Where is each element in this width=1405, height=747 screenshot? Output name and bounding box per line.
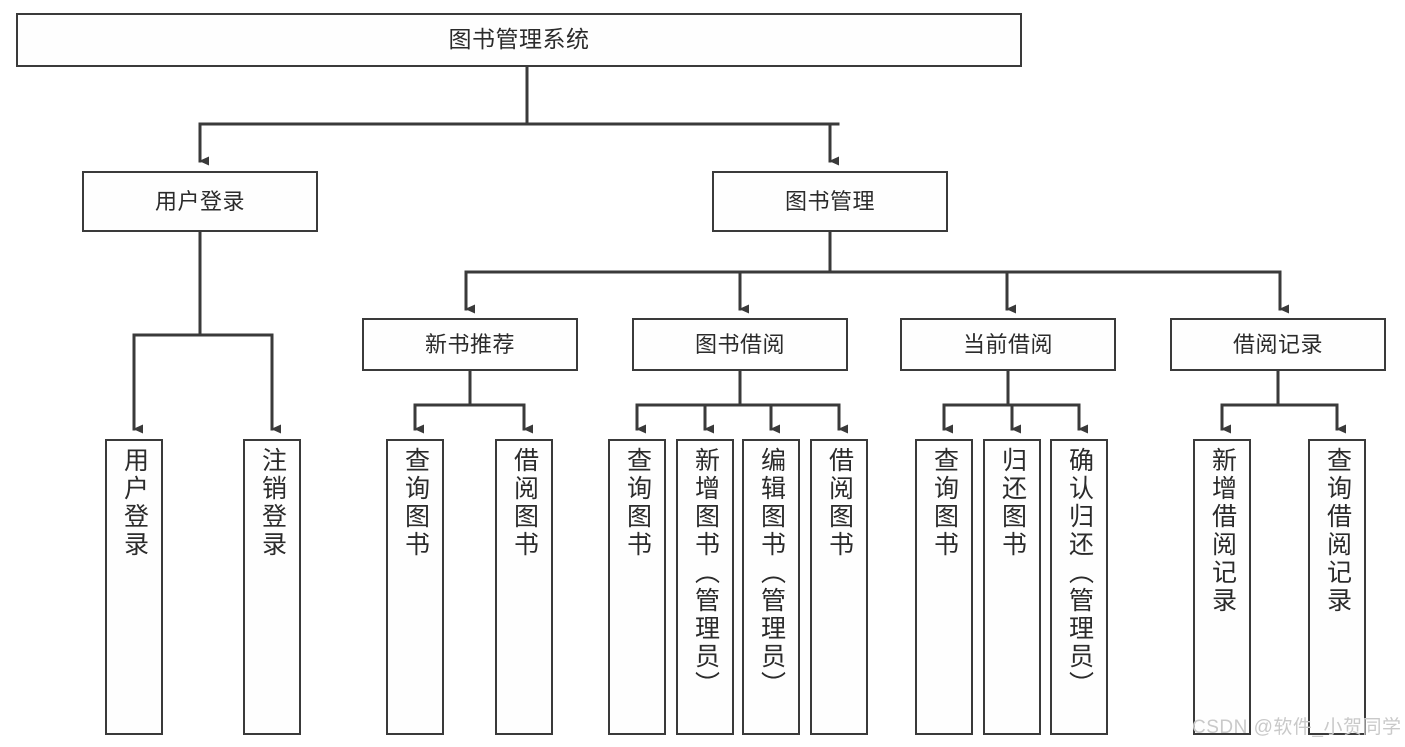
node-label: 借阅记录 (1232, 331, 1323, 357)
node-label: 借阅图书 (510, 447, 539, 559)
node-label: 图书借阅 (694, 331, 785, 357)
node-label: 新增借阅记录 (1208, 447, 1237, 615)
leaf-borrow-history-query-record[interactable]: 查询借阅记录 (1308, 439, 1366, 735)
node-label: 当前借阅 (962, 331, 1053, 357)
leaf-new-recommend-query-book[interactable]: 查询图书 (386, 439, 444, 735)
node-label: 图书管理系统 (448, 26, 590, 53)
leaf-borrow-history-add-record[interactable]: 新增借阅记录 (1193, 439, 1251, 735)
node-label: 归还图书 (998, 447, 1027, 559)
node-label: 查询借阅记录 (1323, 447, 1352, 615)
node-label: 查询图书 (623, 447, 652, 559)
node-label: 借阅图书 (825, 447, 854, 559)
node-label: 查询图书 (930, 447, 959, 559)
node-label: 注销登录 (258, 447, 287, 559)
node-new-book-recommend[interactable]: 新书推荐 (362, 318, 578, 371)
leaf-current-borrow-confirm-return-admin[interactable]: 确认归还（管理员） (1050, 439, 1108, 735)
node-book-borrow[interactable]: 图书借阅 (632, 318, 848, 371)
node-book-management[interactable]: 图书管理 (712, 171, 948, 232)
node-label: 新书推荐 (424, 331, 515, 357)
leaf-user-login-signout[interactable]: 注销登录 (243, 439, 301, 735)
node-label: 新增图书（管理员） (691, 447, 720, 699)
node-label: 确认归还（管理员） (1065, 447, 1094, 699)
node-label: 编辑图书（管理员） (757, 447, 786, 699)
leaf-book-borrow-add-book-admin[interactable]: 新增图书（管理员） (676, 439, 734, 735)
node-current-borrow[interactable]: 当前借阅 (900, 318, 1116, 371)
node-label: 用户登录 (120, 447, 149, 559)
leaf-new-recommend-borrow-book[interactable]: 借阅图书 (495, 439, 553, 735)
leaf-book-borrow-query-book[interactable]: 查询图书 (608, 439, 666, 735)
node-label: 用户登录 (154, 188, 245, 214)
node-borrow-history[interactable]: 借阅记录 (1170, 318, 1386, 371)
leaf-book-borrow-edit-book-admin[interactable]: 编辑图书（管理员） (742, 439, 800, 735)
node-root-system[interactable]: 图书管理系统 (16, 13, 1022, 67)
node-label: 图书管理 (784, 188, 875, 214)
leaf-current-borrow-query-book[interactable]: 查询图书 (915, 439, 973, 735)
csdn-watermark: CSDN @软件_小贺同学 (1192, 717, 1402, 738)
leaf-user-login-signin[interactable]: 用户登录 (105, 439, 163, 735)
leaf-current-borrow-return-book[interactable]: 归还图书 (983, 439, 1041, 735)
node-user-login[interactable]: 用户登录 (82, 171, 318, 232)
node-label: 查询图书 (401, 447, 430, 559)
leaf-book-borrow-borrow-book[interactable]: 借阅图书 (810, 439, 868, 735)
